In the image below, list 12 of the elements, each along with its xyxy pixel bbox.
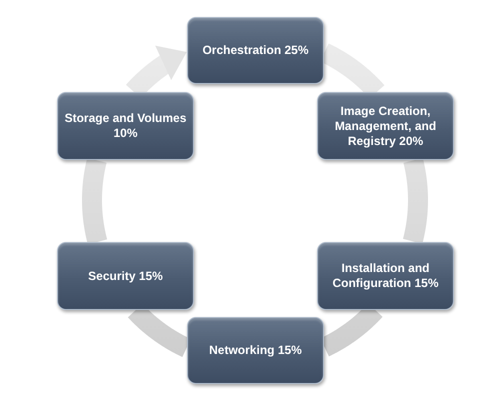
topic-label: Image Creation, Management, and Registry 20% [334, 104, 438, 148]
topic-label: Security 15% [88, 268, 163, 284]
topic-box [57, 92, 194, 160]
topic-label: Installation and Configuration 15% [331, 261, 440, 291]
topic-box [187, 317, 324, 384]
topic-box [187, 17, 324, 84]
topic-label: Orchestration 25% [202, 43, 309, 58]
topic-label: Storage and Volumes 10% [64, 111, 187, 141]
topic-label: Networking 15% [209, 343, 302, 358]
topic-box [317, 92, 454, 160]
topic-box [57, 242, 194, 310]
topic-box [317, 242, 454, 310]
